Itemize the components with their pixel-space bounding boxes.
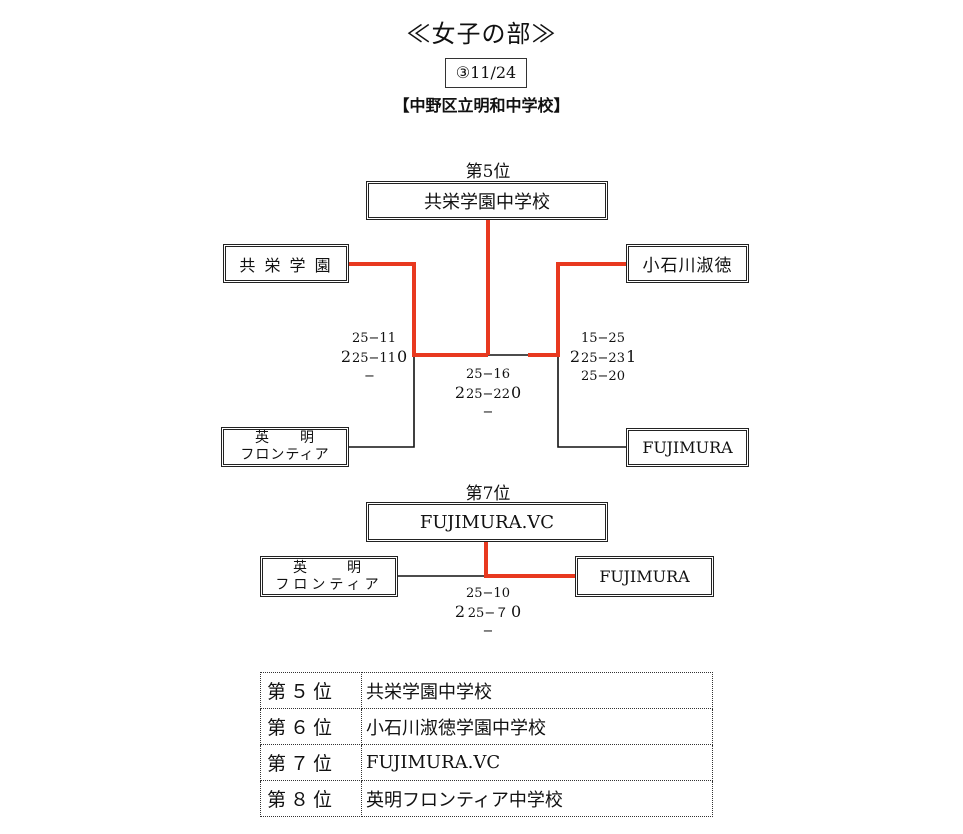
winner-box-5th: 共栄学園中学校 [366, 181, 608, 220]
set1-score: 25−16 [466, 367, 510, 382]
venue-label: 【中野区立明和中学校】 [393, 96, 570, 115]
set3-score: 25−20 [581, 369, 625, 384]
set2-score: 25−22 [466, 387, 510, 402]
rank-label-5th: 第5位 [465, 162, 511, 182]
loser-sets: 1 [626, 347, 637, 366]
line-right-winner [528, 262, 628, 357]
team-box-fujimura: FUJIMURA [626, 428, 749, 467]
line-7th-winner [484, 541, 576, 578]
results-table: 第５位 共栄学園中学校 第６位 小石川淑徳学園中学校 第７位 FUJIMURA.… [260, 672, 713, 817]
rank-cell: 第７位 [260, 744, 362, 781]
date-badge: ③11/24 [445, 58, 527, 88]
team-cell: 共栄学園中学校 [361, 672, 713, 709]
winner-sets: 2 [454, 602, 465, 621]
team-box-eimei-7th: 英 明 フロンティア [260, 556, 398, 597]
table-row: 第５位 共栄学園中学校 [260, 672, 713, 709]
score-left-match: 25−11 225−110 − [334, 330, 414, 386]
set3-score: − [482, 405, 494, 420]
set1-score: 25−11 [352, 331, 396, 346]
set3-score: − [482, 624, 494, 639]
set3-score: − [364, 369, 375, 384]
line-left-loser [348, 357, 415, 448]
score-final-match: 25−16 225−220 − [448, 366, 528, 422]
rank-cell: 第５位 [260, 672, 362, 709]
team-box-fujimura-7th: FUJIMURA [575, 556, 714, 597]
team-cell: 小石川淑徳学園中学校 [361, 708, 713, 745]
team-name-line2: フロンティア [240, 447, 330, 463]
team-box-koishikawa: 小石川淑徳 [626, 244, 749, 283]
team-name-line1: 英 明 [293, 559, 365, 576]
table-row: 第６位 小石川淑徳学園中学校 [260, 708, 713, 745]
winner-sets: 2 [569, 347, 580, 366]
team-name-line1: 英 明 [255, 430, 315, 446]
set2-score: 25−11 [352, 351, 396, 366]
team-cell: FUJIMURA.VC [361, 744, 713, 781]
set1-score: 25−10 [466, 586, 510, 601]
set2-score: 25−７ [467, 606, 509, 621]
table-row: 第８位 英明フロンティア中学校 [260, 780, 713, 817]
set1-score: 15−25 [581, 331, 625, 346]
rank-cell: 第８位 [260, 780, 362, 817]
team-name-line2: フロンティア [275, 576, 383, 593]
page-title: ≪女子の部≫ [406, 20, 557, 48]
team-cell: 英明フロンティア中学校 [361, 780, 713, 817]
line-right-loser [557, 357, 628, 448]
winner-box-7th: FUJIMURA.VC [366, 502, 608, 542]
loser-sets: 0 [397, 347, 408, 366]
loser-sets: 0 [511, 602, 522, 621]
rank-cell: 第６位 [260, 708, 362, 745]
team-box-eimei: 英 明 フロンティア [221, 427, 349, 467]
table-row: 第７位 FUJIMURA.VC [260, 744, 713, 781]
score-right-match: 15−25 225−231 25−20 [562, 330, 644, 386]
set2-score: 25−23 [581, 351, 625, 366]
line-left-winner [348, 262, 488, 357]
winner-sets: 2 [340, 347, 351, 366]
winner-sets: 2 [454, 383, 465, 402]
loser-sets: 0 [511, 383, 522, 402]
team-box-kyoei: 共 栄 学 園 [223, 244, 349, 283]
rank-label-7th: 第7位 [465, 484, 511, 504]
